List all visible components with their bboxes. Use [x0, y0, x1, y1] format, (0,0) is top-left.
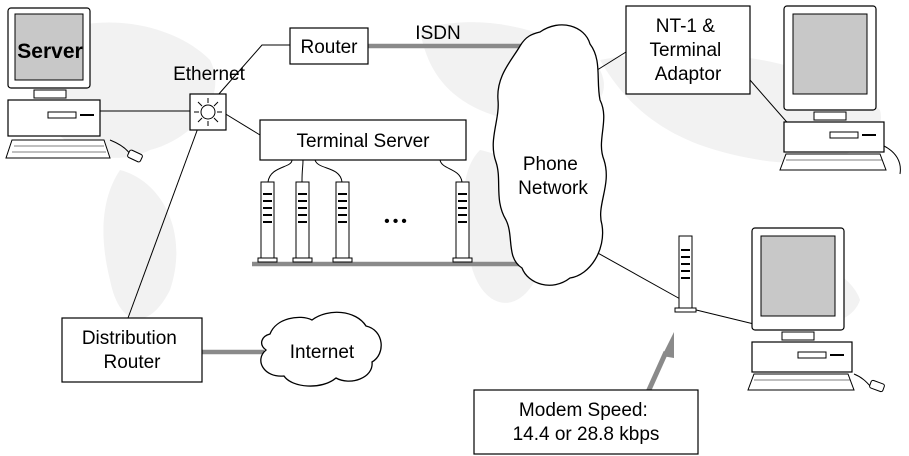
nt1-label-line1: NT-1 &	[656, 16, 715, 37]
terminal-server-box	[259, 119, 467, 161]
isdn-client-computer	[779, 5, 901, 175]
hub-to-router-line	[217, 44, 290, 96]
modem-speed-arrow	[645, 332, 674, 394]
ethernet-label: Ethernet	[173, 64, 246, 85]
nt1-label-line2: Terminal	[649, 40, 721, 61]
isdn-label: ISDN	[415, 23, 460, 44]
modem-client-computer	[747, 227, 885, 393]
distribution-label-line2: Router	[103, 352, 161, 373]
cloud-to-nt1-line	[593, 51, 627, 73]
hub-to-terminal-server-line	[223, 112, 261, 136]
server-computer	[5, 7, 143, 163]
distribution-router-label: Distribution Router	[82, 328, 182, 373]
ellipsis-label: •••	[384, 213, 410, 230]
internet-label: Internet	[290, 342, 355, 363]
modem	[332, 181, 353, 263]
client-modem	[674, 235, 697, 313]
modem-speed-line1: Modem Speed:	[519, 400, 648, 421]
internet-cloud	[260, 311, 382, 387]
distribution-router-box	[61, 317, 203, 383]
phone-label-line1: Phone	[523, 154, 578, 175]
phone-label-line2: Network	[518, 178, 588, 199]
modem	[292, 181, 313, 263]
nt1-to-computer-line	[749, 79, 793, 129]
modem-speed-label: Modem Speed: 14.4 or 28.8 kbps	[513, 400, 660, 445]
phone-network-cloud	[492, 24, 607, 286]
phone-network-label: Phone Network	[518, 154, 588, 199]
modem	[452, 181, 473, 263]
modem-speed-box	[473, 389, 699, 455]
cloud-to-modem-line	[595, 251, 683, 301]
modem-bank-cables	[267, 159, 463, 183]
router-box	[289, 27, 369, 65]
nt1-label: NT-1 & Terminal Adaptor	[649, 16, 726, 85]
modem-bank	[257, 181, 473, 263]
server-label: Server	[17, 40, 82, 63]
modem-speed-line2: 14.4 or 28.8 kbps	[513, 424, 660, 445]
nt1-box	[625, 5, 751, 95]
ethernet-hub	[189, 93, 227, 131]
router-label: Router	[300, 37, 358, 58]
connections	[100, 43, 793, 355]
hub-to-distribution-line	[127, 127, 199, 319]
distribution-label-line1: Distribution	[82, 328, 177, 349]
nt1-label-line3: Adaptor	[655, 64, 722, 85]
terminal-server-label: Terminal Server	[296, 131, 430, 152]
modem-to-computer-line	[687, 307, 759, 326]
modem	[257, 181, 278, 263]
